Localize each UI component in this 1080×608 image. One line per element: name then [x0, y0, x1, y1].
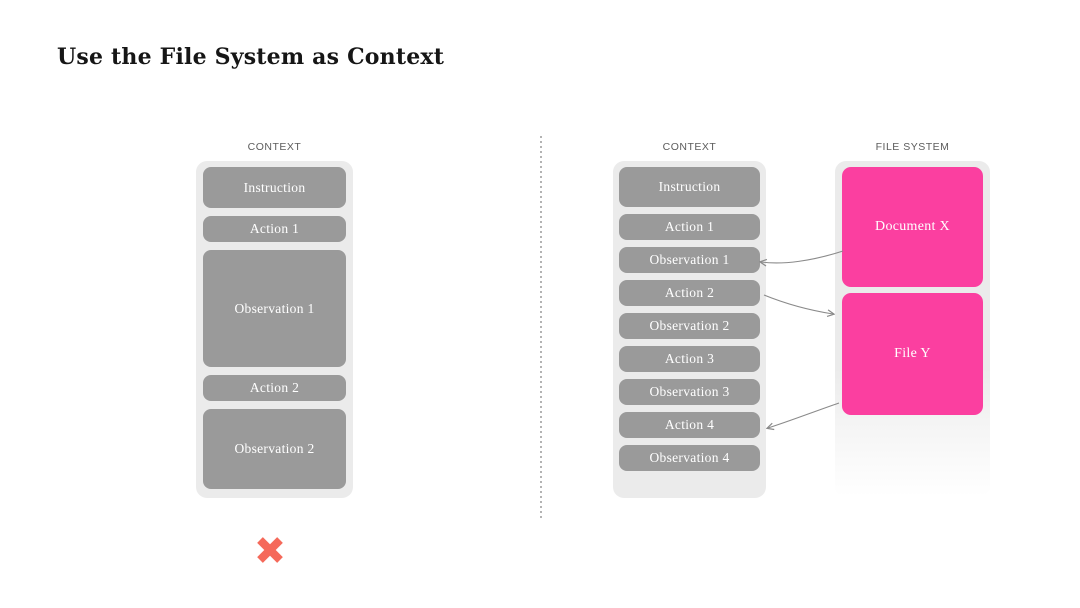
right-context-panel: Instruction Action 1 Observation 1 Actio…: [613, 161, 766, 498]
left-context-panel: Instruction Action 1 Observation 1 Actio…: [196, 161, 353, 498]
context-block-action-1: Action 1: [203, 216, 346, 242]
context-block-observation-1: Observation 1: [619, 247, 760, 273]
context-block-action-1: Action 1: [619, 214, 760, 240]
context-block-observation-3: Observation 3: [619, 379, 760, 405]
file-system-panel: Document X File Y: [835, 161, 990, 497]
context-block-instruction: Instruction: [203, 167, 346, 208]
right-context-label: CONTEXT: [662, 141, 717, 153]
file-system-label: FILE SYSTEM: [875, 141, 950, 153]
context-block-action-3: Action 3: [619, 346, 760, 372]
context-block-observation-4: Observation 4: [619, 445, 760, 471]
context-block-observation-2: Observation 2: [619, 313, 760, 339]
context-block-observation-1: Observation 1: [203, 250, 346, 367]
left-context-label: CONTEXT: [247, 141, 302, 153]
arrow-documentx-to-observation1: [761, 250, 844, 263]
arrow-action2-to-filey: [763, 294, 833, 314]
divider-dotted-line: [540, 136, 542, 520]
file-block-document-x: Document X: [842, 167, 983, 287]
arrow-filey-to-action4: [768, 402, 840, 428]
context-block-action-2: Action 2: [619, 280, 760, 306]
context-block-observation-2: Observation 2: [203, 409, 346, 489]
context-block-action-2: Action 2: [203, 375, 346, 401]
context-block-instruction: Instruction: [619, 167, 760, 207]
page-title: Use the File System as Context: [57, 44, 445, 70]
x-mark-icon: [257, 537, 283, 563]
file-block-file-y: File Y: [842, 293, 983, 415]
context-block-action-4: Action 4: [619, 412, 760, 438]
